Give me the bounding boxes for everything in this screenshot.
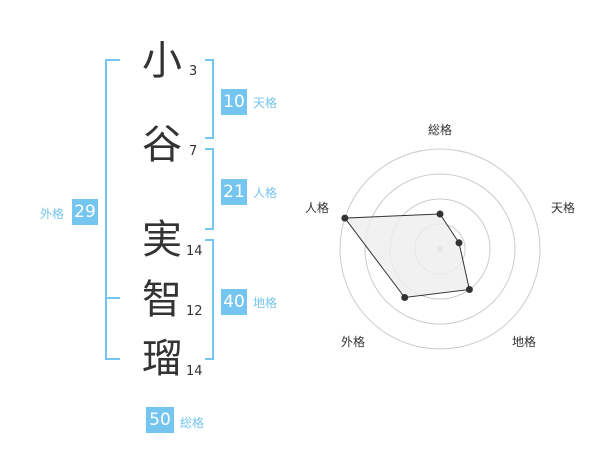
axis-label-chikaku: 地格 [512, 334, 536, 349]
radar-point-2 [455, 239, 463, 247]
radar-points [341, 210, 473, 301]
radar-point-1 [436, 210, 444, 218]
radar-point-3 [465, 286, 473, 293]
soukaku-label: 総格 [180, 416, 205, 430]
name-char-3: 実 [142, 217, 182, 263]
radar-axis-labels: 総格 天格 地格 外格 人格 [305, 122, 575, 349]
radar-ring [339, 148, 541, 350]
chikaku-value: 40 [221, 289, 247, 315]
stroke-count-3: 14 [186, 244, 203, 259]
jinkaku-label: 人格 [253, 186, 278, 200]
chikaku-label: 地格 [253, 296, 278, 310]
axis-label-gaikaku: 外格 [341, 334, 365, 349]
soukaku-value: 50 [146, 407, 174, 433]
tenkaku-label: 天格 [253, 96, 278, 110]
gaikaku-value: 29 [72, 199, 98, 225]
axis-label-jinkaku: 人格 [305, 200, 329, 215]
tenkaku-value: 10 [221, 89, 247, 115]
radar-point-4 [401, 294, 409, 301]
radar-ring [364, 173, 516, 325]
name-char-1: 小 [142, 38, 182, 84]
radar-polygon [343, 213, 471, 299]
name-char-5: 瑠 [142, 336, 182, 382]
axis-label-tenkaku: 天格 [551, 200, 575, 215]
gaikaku-label: 外格 [40, 207, 65, 221]
stroke-count-1: 3 [189, 64, 198, 79]
stroke-count-4: 12 [186, 304, 203, 319]
radar-point-5 [341, 214, 349, 222]
axis-label-soukaku: 総格 [428, 122, 452, 137]
name-char-4: 智 [142, 277, 182, 323]
stroke-count-5: 14 [186, 364, 203, 379]
name-char-2: 谷 [142, 122, 182, 168]
stroke-count-2: 7 [189, 144, 198, 159]
jinkaku-value: 21 [221, 179, 247, 205]
